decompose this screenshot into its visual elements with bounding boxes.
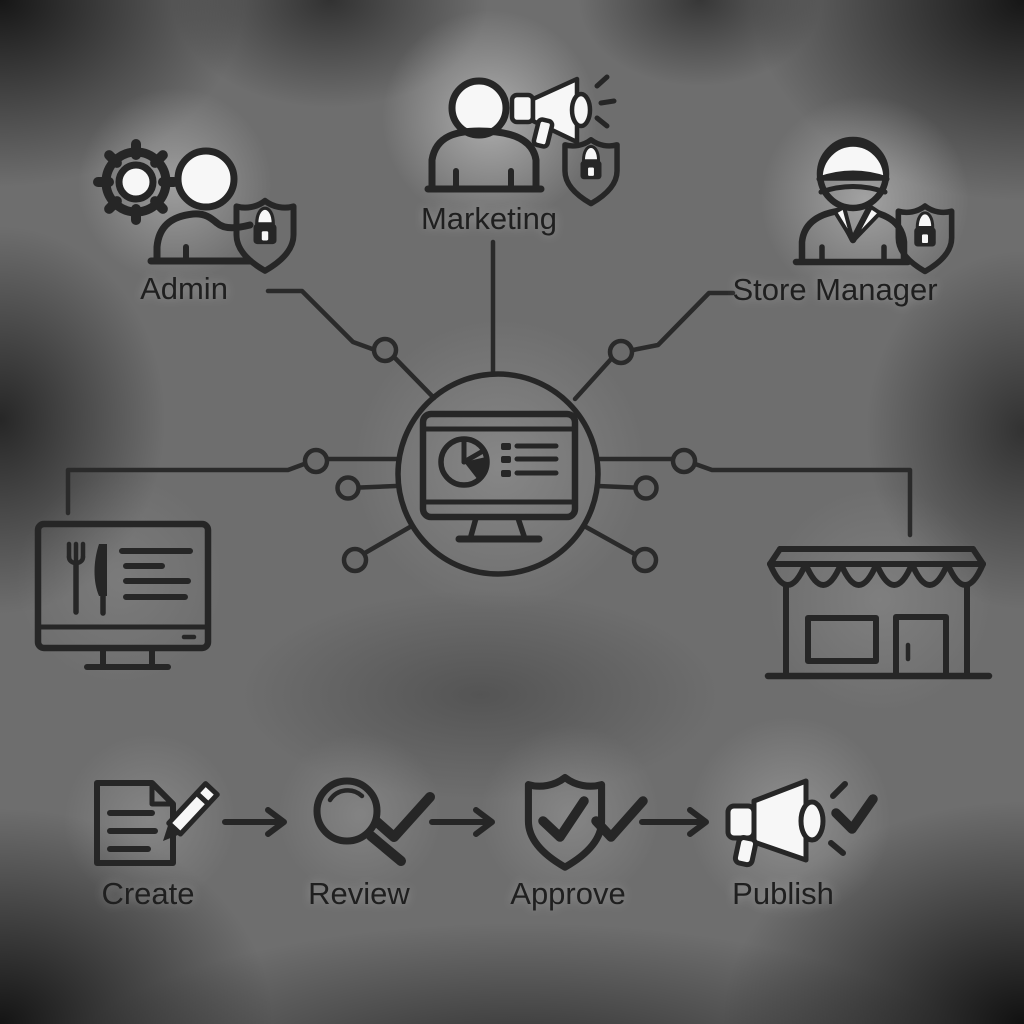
user-icon	[424, 77, 545, 193]
connector-bottom-right	[583, 524, 643, 560]
shield-lock-icon	[565, 140, 617, 204]
workflow-label-create: Create	[101, 876, 194, 911]
magnifier-check-icon	[313, 777, 435, 866]
menu-text-lines	[119, 548, 193, 600]
storefront-icon	[764, 546, 993, 680]
gear-icon	[93, 139, 179, 225]
role-marketing: Marketing	[421, 74, 617, 236]
megaphone-icon	[509, 74, 617, 149]
user-icon	[147, 147, 254, 265]
circuit-node	[670, 447, 698, 475]
central-hub	[395, 371, 601, 577]
dashboard-monitor-icon	[419, 410, 579, 543]
workflow-label-review: Review	[308, 876, 410, 911]
connector-store-manager	[630, 290, 736, 353]
fork-icon	[66, 541, 86, 615]
connector-admin-inner	[391, 354, 437, 401]
circuit-node	[607, 338, 635, 366]
role-label-store-manager: Store Manager	[732, 272, 937, 307]
hub-circle	[395, 371, 601, 577]
connector-admin	[265, 288, 378, 353]
megaphone-check-icon	[725, 778, 878, 868]
connector-lines	[65, 239, 913, 574]
document-pencil-icon	[94, 780, 220, 866]
staff-user-icon	[792, 136, 912, 266]
circuit-node	[302, 447, 330, 475]
arrow-right-icon	[222, 807, 287, 837]
role-store-manager: Store Manager	[732, 136, 951, 307]
circuit-node	[341, 546, 369, 574]
pencil-icon	[163, 781, 220, 841]
menu-screen-icon	[34, 520, 212, 670]
shield-check-icon	[528, 778, 648, 868]
workflow-label-approve: Approve	[510, 876, 625, 911]
connector-right-endpoint	[681, 457, 913, 538]
sound-lines-icon	[594, 74, 617, 129]
arrow-right-icon	[639, 807, 709, 837]
arrow-right-icon	[429, 807, 495, 837]
connector-bottom-left	[355, 524, 413, 560]
circuit-node	[335, 475, 361, 501]
role-label-admin: Admin	[140, 271, 228, 306]
workflow-label-publish: Publish	[732, 876, 834, 911]
sound-lines-icon	[828, 781, 848, 856]
circuit-node	[633, 475, 659, 501]
connector-left-endpoint	[65, 457, 318, 516]
circuit-node	[631, 546, 659, 574]
circuit-node	[371, 336, 399, 364]
workflow: Create Review Approve Publish	[94, 777, 878, 911]
role-admin: Admin	[93, 139, 294, 306]
connector-store-manager-inner	[572, 355, 615, 402]
role-label-marketing: Marketing	[421, 201, 557, 236]
knife-icon	[94, 544, 107, 616]
